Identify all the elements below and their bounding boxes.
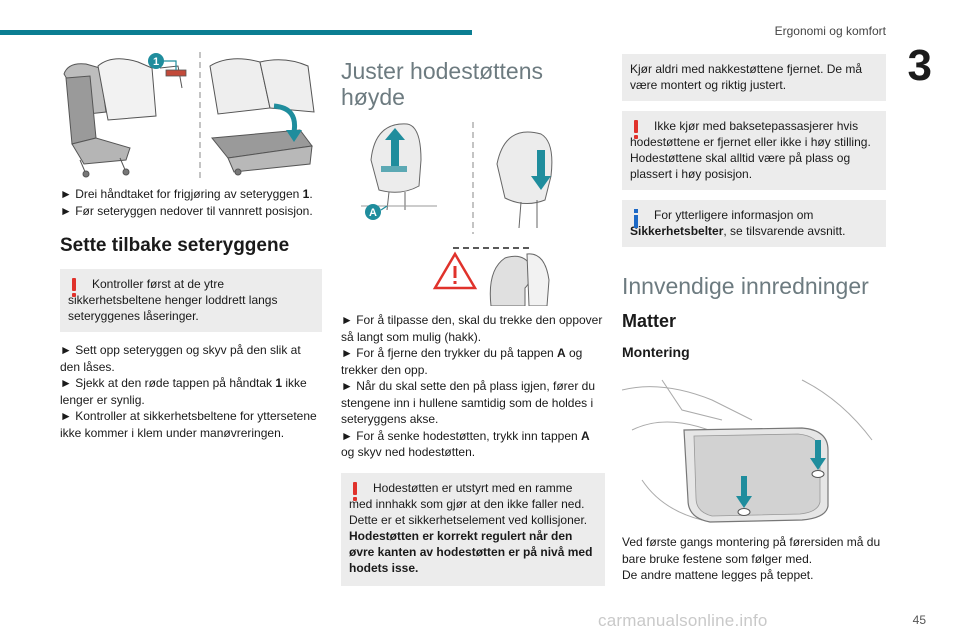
fold-step-2: ► Før seteryggen nedover til vannrett po… [60,203,313,218]
fold-step-1: ► Drei håndtaket for frigjøring av seter… [60,187,313,201]
column-1: 1 ► Drei håndtaket for frigjøring av set… [60,48,322,441]
headrest-steps: ► For å tilpasse den, skal du trekke den… [341,312,605,461]
chapter-number: 3 [907,41,932,90]
headrest-step-4: ► For å senke hodestøtten, trykk inn tap… [341,428,590,460]
warning-icon [352,481,358,501]
seat-fold-illustration: 1 [60,48,322,180]
restore-step-1: ► Sett opp seteryggen og skyv på den sli… [60,343,301,374]
headrest-step-1: ► For å tilpasse den, skal du trekke den… [341,313,603,344]
montering-paragraph: Ved første gangs montering på førersiden… [622,535,881,582]
column-2: Juster hodestøttens høyde A [341,58,605,586]
headrest-step-2: ► For å fjerne den trykker du på tappen … [341,346,583,377]
info-icon [633,209,639,228]
floor-mat-illustration [622,370,886,530]
warning-icon [633,120,639,139]
figure-callout-a: A [369,207,377,219]
section-title: Ergonomi og komfort [774,24,886,38]
heading-innvendige-innredninger: Innvendige innredninger [622,273,869,299]
restore-step-3: ► Kontroller at sikkerhetsbeltene for yt… [60,409,317,440]
fold-steps: ► Drei håndtaket for frigjøring av seter… [60,186,322,219]
warning-icon [71,278,77,297]
header-accent-bar [0,30,472,35]
page-number: 45 [912,613,926,627]
warning-box-belts: Kontroller først at de ytre sikkerhetsbe… [60,269,322,332]
heading-juster-hodestotte: Juster hodestøttens høyde [341,58,543,110]
headrest-illustration: A [341,120,605,306]
headrest-step-3: ► Når du skal sette den på plass igjen, … [341,379,596,426]
column-3: Kjør aldri med nakkestøttene fjernet. De… [622,54,886,584]
watermark: carmanualsonline.info [598,611,768,630]
note-box-headrests: Kjør aldri med nakkestøttene fjernet. De… [622,54,886,101]
heading-sette-tilbake: Sette tilbake seteryggene [60,235,290,256]
figure-callout-1: 1 [153,56,159,68]
heading-matter: Matter [622,311,677,331]
warning-box-passengers: Ikke kjør med baksetepassasjerer hvis ho… [622,111,886,190]
heading-montering: Montering [622,343,690,360]
restore-steps: ► Sett opp seteryggen og skyv på den sli… [60,342,322,441]
warning-box-headrest: Hodestøtten er utstyrt med en ramme med … [341,472,605,586]
restore-step-2: ► Sjekk at den røde tappen på håndtak 1 … [60,376,307,407]
info-box-seatbelts: For ytterligere informasjon om Sikkerhet… [622,200,886,247]
